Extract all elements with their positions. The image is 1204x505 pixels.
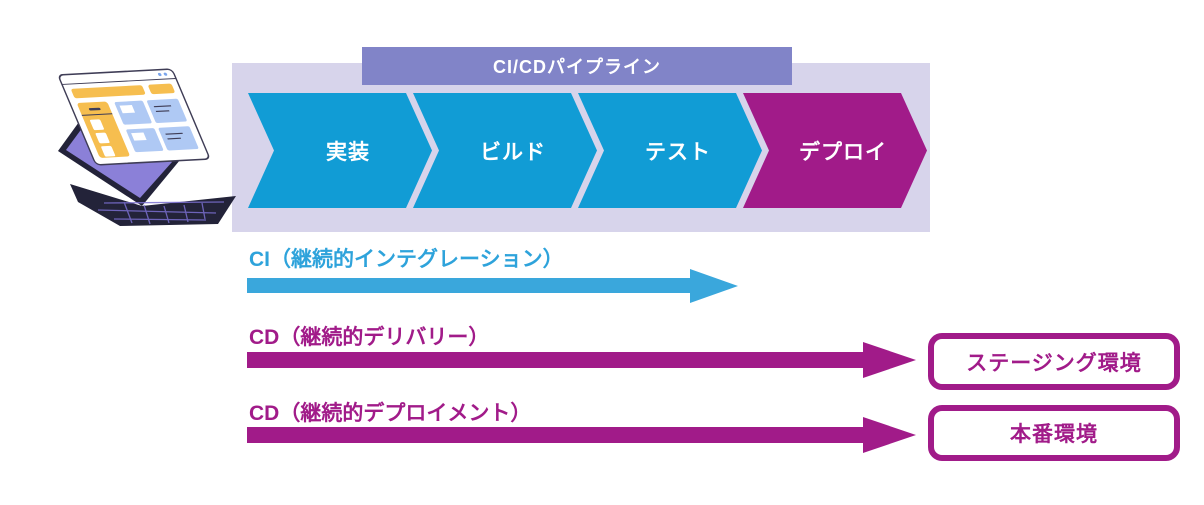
browser-window [58, 68, 210, 166]
flow-label-cd-delivery: CD（継続的デリバリー） [249, 326, 490, 349]
stage-chevron-build: ビルド [413, 93, 597, 208]
stage-label: テスト [645, 140, 711, 164]
flow-arrow-cd-deployment-head [863, 417, 916, 453]
stage-label: デプロイ [799, 140, 887, 164]
window-dot-icon [157, 72, 162, 77]
laptop-illustration [58, 68, 236, 226]
flow-arrow-cd-delivery-head [863, 342, 916, 378]
flow-arrow-ci-bar [247, 278, 690, 293]
target-box-staging: ステージング環境 [928, 333, 1180, 390]
stage-chevron-implementation: 実装 [248, 93, 432, 208]
target-box-production-label: 本番環境 [1010, 423, 1098, 446]
flow-label-cd-deployment: CD（継続的デプロイメント） [249, 402, 532, 425]
pipeline-title-banner: CI/CDパイプライン [362, 47, 792, 85]
stage-label: ビルド [480, 140, 546, 164]
flow-arrow-ci-head [690, 269, 738, 303]
browser-header-bar [71, 85, 146, 99]
laptop-keyboard [70, 184, 236, 226]
stage-label: 実装 [326, 140, 370, 164]
window-dot-icon [163, 72, 168, 76]
stage-chevron-test: テスト [578, 93, 762, 208]
flow-label-ci: CI（継続的インテグレーション） [249, 248, 564, 271]
flow-arrow-cd-deployment-bar [247, 427, 863, 443]
pipeline-container: 実装 ビルド テスト デプロイ [232, 63, 930, 232]
target-box-staging-label: ステージング環境 [966, 351, 1142, 375]
flow-arrow-cd-delivery-bar [247, 352, 863, 368]
keyboard-grid [97, 201, 225, 225]
browser-sidebar [77, 101, 130, 158]
pipeline-title: CI/CDパイプライン [493, 57, 661, 77]
target-box-production: 本番環境 [928, 405, 1180, 461]
stage-chevron-deploy: デプロイ [743, 93, 927, 208]
browser-header-button [148, 83, 175, 95]
